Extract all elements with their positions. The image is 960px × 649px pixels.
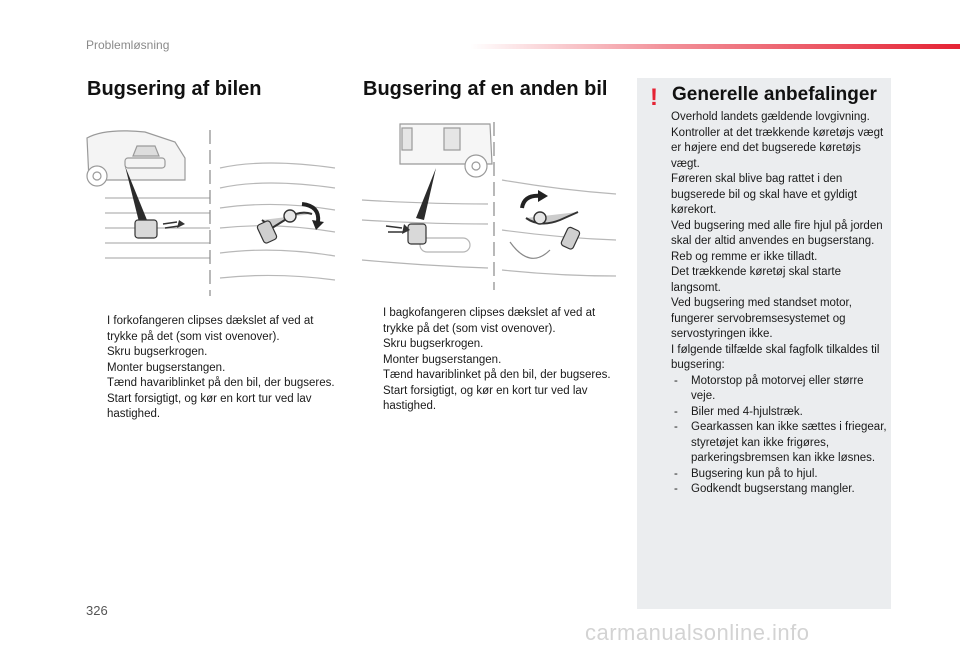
- list-item: -Bugsering kun på to hjul.: [674, 467, 818, 480]
- front-towing-steps: I forkofangeren clipses dækslet af ved a…: [87, 314, 337, 423]
- list-item: Tænd havariblinket på den bil, der bugse…: [383, 369, 611, 381]
- list-item: -Gearkassen kan ikke sættes i friegear, …: [674, 421, 887, 464]
- panel-paragraph: Føreren skal blive bag rattet i den bugs…: [671, 173, 858, 216]
- warning-icon: !: [650, 84, 658, 111]
- heading-tow-other-vehicle: Bugsering af en anden bil: [363, 78, 608, 100]
- list-item: I bagkofangeren clipses dækslet af ved a…: [383, 307, 596, 335]
- heading-tow-own-vehicle: Bugsering af bilen: [87, 78, 262, 100]
- rear-towing-steps: I bagkofangeren clipses dækslet af ved a…: [363, 306, 613, 415]
- list-item: Skru bugserkrogen.: [383, 338, 484, 350]
- panel-paragraph: Kontroller at det trækkende køretøjs væg…: [671, 126, 884, 170]
- panel-paragraph: Ved bugsering med standset motor, funger…: [671, 297, 852, 340]
- list-item: Monter bugserstangen.: [107, 361, 226, 374]
- professional-towing-cases: -Motorstop på motorvej eller større veje…: [671, 374, 887, 498]
- list-item: Monter bugserstangen.: [383, 353, 502, 366]
- watermark: carmanualsonline.info: [585, 620, 810, 645]
- panel-body: Overhold landets gældende lovgivning. Ko…: [671, 110, 887, 498]
- panel-paragraph: Overhold landets gældende lovgivning.: [671, 111, 870, 123]
- recommendations-panel: [637, 78, 891, 609]
- section-label: Problemløsning: [86, 38, 170, 52]
- panel-paragraph: Det trækkende køretøj skal starte langso…: [671, 266, 841, 294]
- panel-title: Generelle anbefalinger: [672, 84, 877, 105]
- panel-paragraph: I følgende tilfælde skal fagfolk tilkald…: [671, 343, 880, 372]
- list-item: -Biler med 4-hjulstræk.: [674, 405, 803, 418]
- rear-towing-illustration: [360, 120, 618, 292]
- panel-paragraph: Ved bugsering med alle fire hjul på jord…: [671, 219, 883, 263]
- list-item: I forkofangeren clipses dækslet af ved a…: [107, 315, 314, 343]
- list-item: Tænd havariblinket på den bil, der bugse…: [107, 377, 335, 389]
- list-item: -Godkendt bugserstang mangler.: [674, 483, 855, 495]
- list-item: Skru bugserkrogen.: [107, 346, 208, 358]
- front-towing-illustration: [85, 128, 340, 298]
- list-item: Start forsigtigt, og kør en kort tur ved…: [383, 384, 588, 413]
- page-number: 326: [86, 603, 108, 618]
- header-accent-bar: [470, 44, 960, 49]
- list-item: -Motorstop på motorvej eller større veje…: [674, 374, 864, 403]
- list-item: Start forsigtigt, og kør en kort tur ved…: [107, 392, 312, 421]
